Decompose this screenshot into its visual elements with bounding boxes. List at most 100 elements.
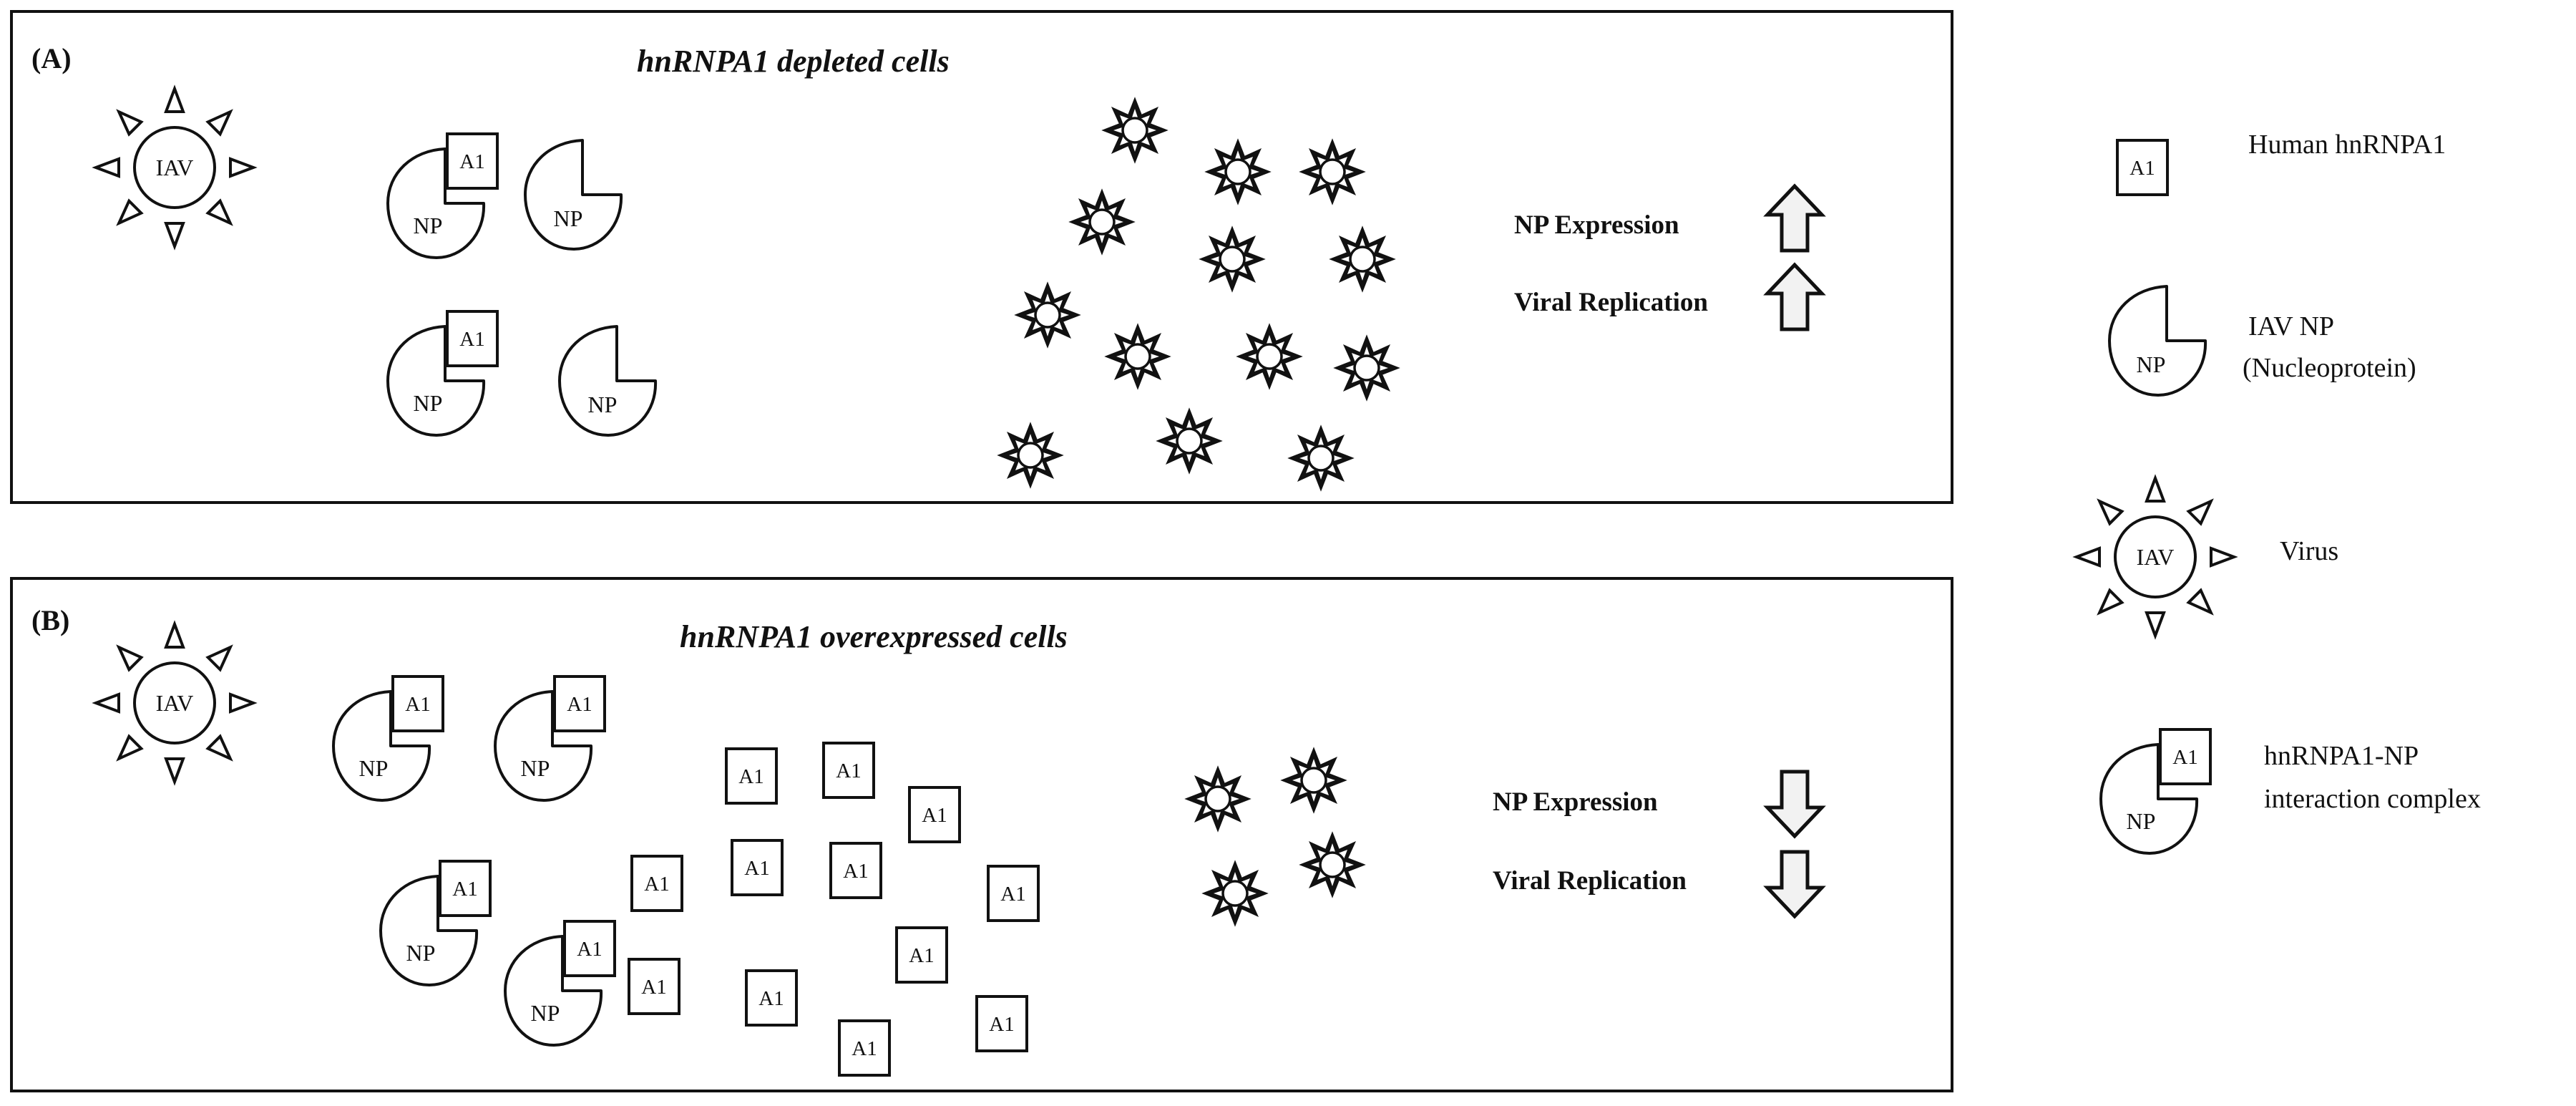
- small-virion-icon: [997, 422, 1063, 488]
- svg-text:A1: A1: [758, 987, 784, 1010]
- small-virion-icon: [1156, 408, 1222, 474]
- np-icon: NP: [524, 139, 623, 251]
- hnrnpa1-icon: A1: [838, 1019, 891, 1077]
- svg-text:NP: NP: [521, 755, 550, 781]
- panel-b-label: (B): [31, 604, 69, 636]
- svg-text:A1: A1: [644, 873, 669, 896]
- hnrnpa1-icon: A1: [745, 969, 798, 1027]
- small-virion-icon: [1015, 282, 1080, 348]
- complex-icon: NP A1: [386, 310, 499, 437]
- small-virion-icon: [1205, 139, 1271, 205]
- panel-b-title: hnRNPA1 overexpressed cells: [680, 619, 1068, 654]
- panel-a-label: (A): [31, 42, 72, 74]
- svg-text:NP: NP: [554, 205, 583, 231]
- svg-text:A1: A1: [843, 860, 868, 883]
- hnrnpa1-group-b: A1 A1 A1 A1 A1 A1 A1 A1 A1 A1 A1 A1: [628, 742, 1040, 1077]
- panel-a-viral-replication: Viral Replication: [1514, 288, 1708, 317]
- panel-a-np-expression: NP Expression: [1514, 210, 1679, 240]
- down-arrow-icon: [1767, 852, 1822, 916]
- hnrnpa1-icon: A1: [731, 839, 784, 896]
- panel-a-title: hnRNPA1 depleted cells: [637, 44, 950, 79]
- svg-text:A1: A1: [836, 760, 861, 782]
- legend-complex-label-line1: hnRNPA1-NP: [2264, 741, 2419, 771]
- complex-icon: NP A1: [379, 860, 492, 986]
- hnrnpa1-icon: A1: [630, 855, 683, 912]
- svg-text:A1: A1: [577, 938, 602, 961]
- svg-text:NP: NP: [414, 390, 443, 416]
- svg-text:A1: A1: [459, 328, 484, 351]
- svg-text:A1: A1: [2129, 157, 2155, 180]
- virion-group-a: [997, 97, 1400, 491]
- svg-text:A1: A1: [641, 976, 666, 999]
- hnrnpa1-icon: A1: [975, 995, 1028, 1052]
- hnrnpa1-icon: A1: [895, 926, 948, 984]
- small-virion-icon: [1236, 324, 1302, 389]
- complex-icon: NP A1: [494, 675, 606, 802]
- down-arrow-icon: [1767, 772, 1822, 836]
- np-icon: NP: [2108, 285, 2207, 397]
- svg-text:A1: A1: [452, 878, 477, 901]
- iav-virus-icon: IAV: [2075, 477, 2235, 637]
- svg-text:NP: NP: [588, 392, 618, 417]
- hnrnpa1-icon: A1: [829, 842, 882, 899]
- hnrnpa1-icon: A1: [822, 742, 875, 799]
- up-arrow-icon: [1767, 265, 1822, 329]
- up-arrow-icon: [1767, 186, 1822, 251]
- svg-text:A1: A1: [744, 857, 769, 880]
- svg-text:A1: A1: [989, 1013, 1014, 1036]
- svg-text:NP: NP: [406, 940, 436, 966]
- small-virion-icon: [1102, 97, 1168, 163]
- hnrnpa1-icon: A1: [725, 747, 778, 805]
- svg-text:NP: NP: [359, 755, 389, 781]
- hnrnpa1-icon: A1: [908, 786, 961, 843]
- panel-b-np-expression: NP Expression: [1493, 787, 1658, 817]
- np-icon: NP: [558, 325, 658, 437]
- complex-icon: NP A1: [332, 675, 444, 802]
- panel-b-frame: [10, 577, 1953, 1092]
- complex-icon: NP A1: [504, 920, 616, 1047]
- svg-text:NP: NP: [2127, 808, 2156, 834]
- panel-a-frame: [10, 10, 1953, 504]
- legend-complex-label-line2: interaction complex: [2264, 784, 2481, 814]
- svg-text:A1: A1: [567, 693, 592, 716]
- small-virion-icon: [1288, 425, 1354, 491]
- svg-text:NP: NP: [531, 1000, 560, 1026]
- legend-np-label-line2: (Nucleoprotein): [2243, 353, 2416, 383]
- svg-text:A1: A1: [738, 765, 763, 788]
- small-virion-icon: [1299, 139, 1365, 205]
- legend-hnrnpa1-label: Human hnRNPA1: [2248, 130, 2446, 160]
- complex-icon: NP A1: [386, 132, 499, 259]
- legend: A1 Human hnRNPA1 NP IAV NP (Nucleoprotei…: [2075, 130, 2481, 855]
- hnrnpa1-icon: A1: [628, 958, 680, 1015]
- small-virion-icon: [1069, 189, 1135, 255]
- svg-text:A1: A1: [1000, 883, 1025, 906]
- complex-icon: NP A1: [2099, 728, 2212, 855]
- small-virion-icon: [1330, 226, 1395, 292]
- svg-text:NP: NP: [414, 213, 443, 238]
- small-virion-icon: [1185, 766, 1251, 832]
- svg-text:IAV: IAV: [156, 690, 194, 716]
- svg-text:IAV: IAV: [2137, 544, 2175, 570]
- svg-text:IAV: IAV: [156, 155, 194, 180]
- small-virion-icon: [1281, 747, 1347, 813]
- svg-text:NP: NP: [2137, 351, 2166, 377]
- iav-virus-icon: IAV: [94, 623, 255, 783]
- iav-virus-icon: IAV: [94, 87, 255, 248]
- legend-np-label-line1: IAV NP: [2248, 311, 2334, 341]
- svg-text:A1: A1: [922, 804, 947, 827]
- small-virion-icon: [1199, 226, 1265, 292]
- small-virion-icon: [1105, 324, 1171, 389]
- hnrnpa1-icon: A1: [2116, 139, 2169, 196]
- svg-text:A1: A1: [2172, 746, 2197, 769]
- small-virion-icon: [1202, 860, 1268, 926]
- virion-group-b: [1185, 747, 1365, 926]
- svg-text:A1: A1: [405, 693, 430, 716]
- panel-b-viral-replication: Viral Replication: [1493, 866, 1687, 896]
- svg-text:A1: A1: [909, 944, 934, 967]
- svg-text:A1: A1: [459, 150, 484, 173]
- svg-text:A1: A1: [852, 1037, 877, 1060]
- small-virion-icon: [1299, 832, 1365, 898]
- hnrnpa1-icon: A1: [987, 865, 1040, 922]
- small-virion-icon: [1334, 335, 1400, 401]
